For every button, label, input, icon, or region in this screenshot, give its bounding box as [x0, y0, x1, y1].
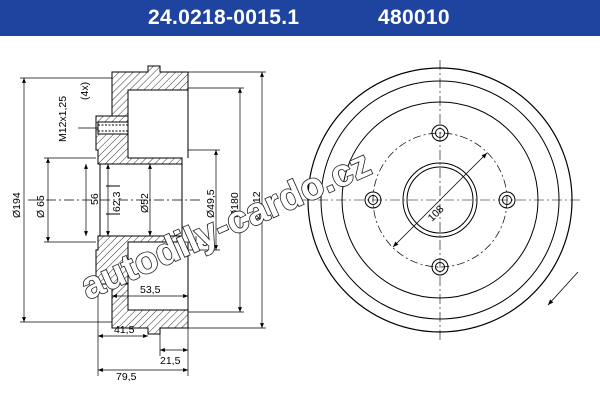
- part-number: 24.0218-0015.1: [148, 6, 300, 29]
- section-view: [28, 65, 200, 335]
- label-d180: Ø180: [229, 192, 241, 218]
- pcd-dimension-line: [392, 152, 488, 248]
- label-w3: 3: [202, 237, 208, 249]
- label-thread: M12x1,25: [57, 96, 69, 142]
- outer-dimension-leader: [547, 271, 579, 306]
- title-bar: 24.0218-0015.1 480010: [0, 0, 600, 36]
- reference-number: 480010: [378, 6, 450, 29]
- label-w79-5: 79,5: [116, 371, 137, 383]
- section-dimensions: [20, 71, 266, 376]
- label-h62-3: 62,3: [111, 191, 123, 212]
- drum-wall-bottom: [111, 283, 189, 335]
- label-thread-count: (4x): [79, 82, 91, 100]
- label-w21-5: 21,5: [160, 355, 181, 367]
- label-bore: Ø52: [139, 193, 151, 213]
- section-labels: Ø194 Ø 65 M12x1,25 (4x) 56 62,3 Ø52 Ø49,…: [11, 82, 263, 383]
- label-w53-5: 53,5: [140, 284, 161, 296]
- label-h56: 56: [89, 193, 101, 205]
- thread-hole: [97, 121, 129, 135]
- drum-wall-top: [111, 65, 189, 117]
- label-outer-diameter: Ø194: [11, 192, 23, 218]
- watermark: autodily-cardo.cz: [75, 143, 378, 308]
- label-d212: Ø 212: [251, 191, 263, 220]
- label-pcd: 108: [426, 203, 447, 224]
- label-d49-5: Ø49,5: [205, 189, 217, 218]
- label-w41-5: 41,5: [114, 324, 135, 336]
- front-view: [300, 60, 580, 340]
- label-d65: Ø 65: [35, 195, 47, 218]
